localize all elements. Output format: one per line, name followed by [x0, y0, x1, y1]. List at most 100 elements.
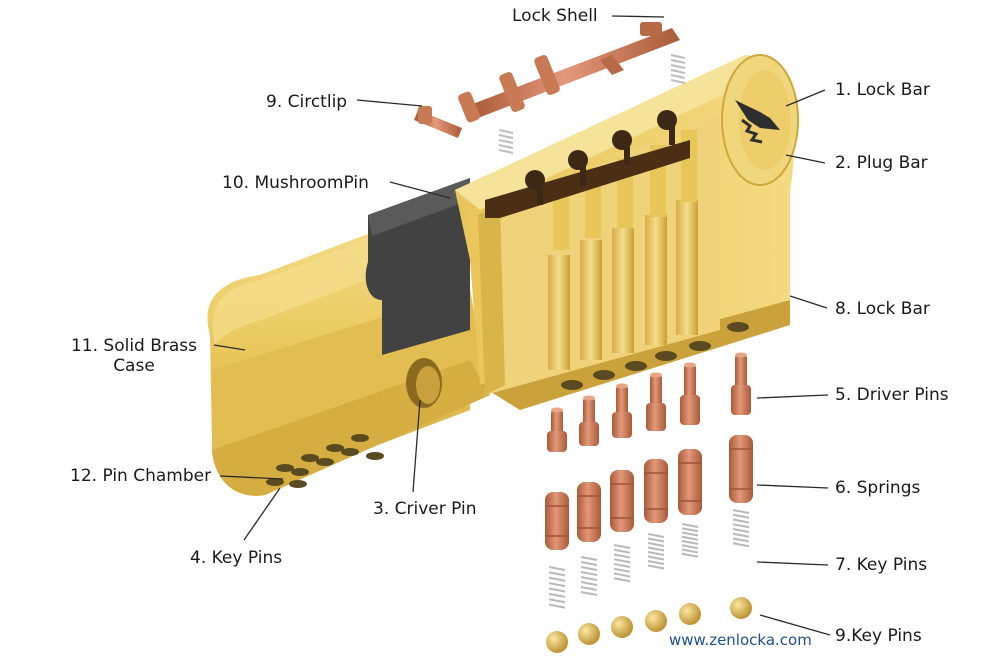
spring-icon — [548, 603, 566, 609]
spring-icon — [681, 544, 699, 550]
lock-body — [207, 54, 799, 496]
spring-icon — [732, 523, 750, 529]
spring-icon — [647, 546, 665, 552]
label-key-pins-4: 4. Key Pins — [190, 548, 283, 568]
driver-pin-icon — [650, 375, 662, 406]
website-watermark: www.zenlocka.com — [669, 631, 812, 649]
spring-icon — [580, 571, 598, 576]
spring-icon — [580, 591, 598, 596]
spring-icon — [647, 555, 665, 561]
driver-pin-collar — [731, 385, 751, 415]
spring-icon — [548, 598, 566, 604]
spring-icon — [613, 567, 631, 573]
spring-barrel — [678, 449, 702, 515]
spring-icon — [548, 592, 566, 598]
spring-barrel — [644, 459, 668, 523]
label-driver-pins: 5. Driver Pins — [835, 385, 949, 405]
label-plug-bar: 2. Plug Bar — [835, 153, 928, 173]
label-solid-brass-case-text: 11. Solid Brass Case — [70, 336, 198, 376]
spring-icon — [580, 581, 598, 586]
spring-icon — [681, 523, 699, 528]
lock-shell-comb — [414, 22, 680, 138]
spring-icon — [548, 582, 566, 588]
spring-icon — [548, 576, 566, 582]
spring-icon — [548, 587, 566, 593]
spring-icon — [613, 563, 631, 568]
ball-key-pin-icon — [679, 603, 701, 625]
spring-icon — [732, 513, 750, 519]
label-mushroom-pin: 10. MushroomPin — [222, 173, 369, 193]
driver-pin-top — [735, 352, 747, 358]
driver-pin-top — [684, 362, 696, 368]
spring-icon — [681, 531, 699, 537]
driver-pin-collar — [547, 431, 567, 452]
spring-icon — [732, 537, 750, 543]
spring-icon — [681, 527, 699, 533]
ball-key-pin-icon — [645, 610, 667, 632]
spring-icon — [647, 537, 665, 543]
spring-icon — [681, 552, 699, 558]
driver-pin-collar — [646, 403, 666, 431]
spring-icon — [580, 561, 598, 566]
spring-icon — [681, 535, 699, 541]
driver-pin-top — [616, 383, 628, 389]
spring-barrel — [577, 482, 601, 542]
label-key-pins-7: 7. Key Pins — [835, 555, 928, 575]
spring-icon — [548, 566, 566, 571]
driver-pin-icon — [551, 410, 563, 434]
label-springs: 6. Springs — [835, 478, 921, 498]
driver-pin-top — [551, 407, 563, 413]
spring-icon — [647, 564, 665, 570]
label-pin-chamber: 12. Pin Chamber — [70, 466, 212, 486]
spring-icon — [647, 560, 665, 565]
spring-icon — [732, 518, 750, 524]
label-driver-pin: 3. Criver Pin — [373, 499, 477, 519]
spring-barrel — [545, 492, 569, 550]
leader-lines — [213, 15, 831, 636]
ball-key-pin-icon — [578, 623, 600, 645]
label-circlip: 9. Circtlip — [266, 92, 348, 112]
label-lock-bar-1: 1. Lock Bar — [835, 80, 930, 100]
spring-icon — [732, 532, 750, 538]
spring-icon — [580, 566, 598, 571]
driver-pin-collar — [579, 422, 599, 446]
spring-icon — [498, 54, 686, 154]
spring-icon — [647, 533, 665, 538]
driver-pin-collar — [612, 412, 632, 438]
spring-icon — [613, 553, 631, 559]
spring-icon — [647, 542, 665, 547]
spring-icon — [613, 558, 631, 564]
spring-icon — [647, 551, 665, 556]
spring-icon — [732, 542, 750, 548]
spring-icon — [580, 576, 598, 581]
driver-pin-icon — [583, 398, 595, 425]
spring-icon — [681, 540, 699, 545]
driver-pin-collar — [680, 395, 700, 425]
ball-key-pin-icon — [546, 631, 568, 653]
spring-icon — [613, 577, 631, 583]
label-lock-shell: Lock Shell — [512, 6, 598, 26]
label-solid-brass-case: 11. Solid Brass Case — [56, 336, 212, 376]
driver-pin-icon — [616, 386, 628, 415]
spring-icon — [548, 571, 566, 577]
ball-key-pin-icon — [730, 597, 752, 619]
spring-icon — [681, 548, 699, 554]
driver-pin-top — [583, 395, 595, 401]
spring-barrel — [610, 470, 634, 532]
spring-icon — [732, 528, 750, 533]
label-key-pins-9: 9.Key Pins — [835, 626, 922, 646]
spring-icon — [613, 548, 631, 554]
spring-barrel — [729, 435, 753, 503]
spring-icon — [580, 586, 598, 591]
driver-pin-icon — [735, 355, 747, 388]
spring-icon — [613, 572, 631, 578]
exploded-pins — [545, 352, 753, 653]
driver-pin-top — [650, 372, 662, 378]
driver-pin-icon — [684, 365, 696, 398]
spring-icon — [613, 544, 631, 549]
spring-icon — [732, 509, 750, 514]
label-lock-bar-8: 8. Lock Bar — [835, 299, 930, 319]
ball-key-pin-icon — [611, 616, 633, 638]
